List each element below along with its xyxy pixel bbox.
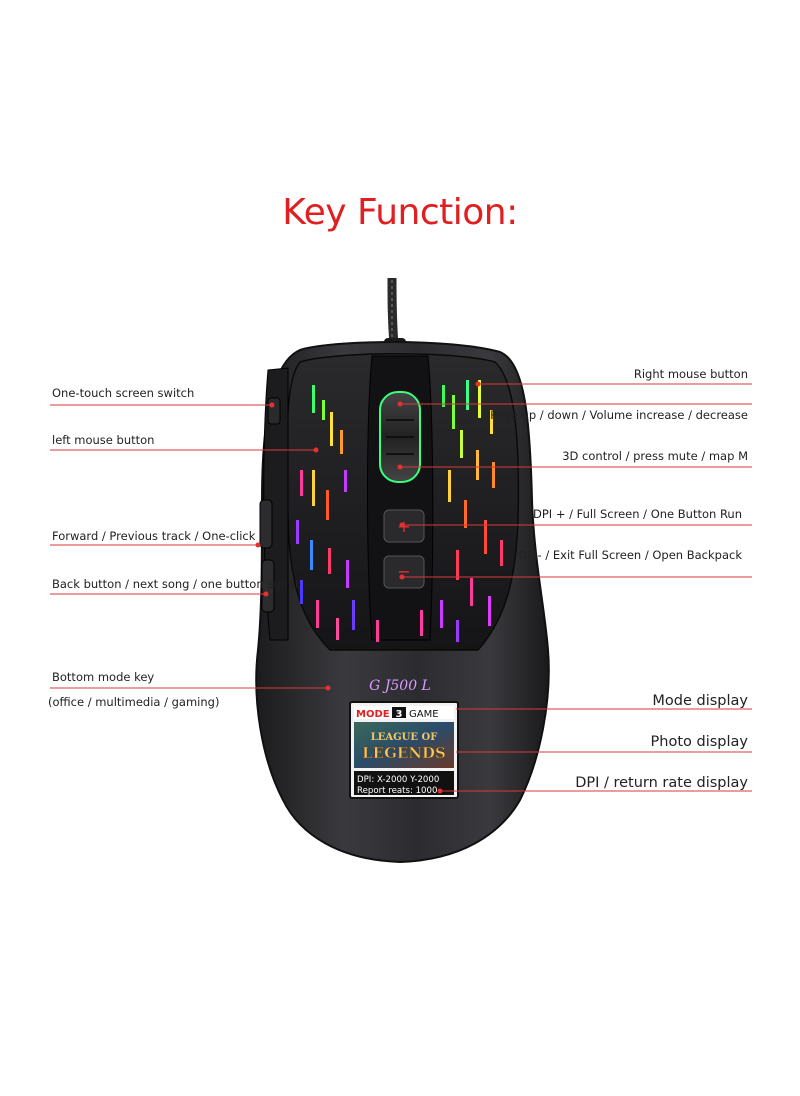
rgb-light-streaks xyxy=(296,380,503,642)
forward-side-button xyxy=(259,499,273,549)
dpi-minus-button xyxy=(383,555,425,589)
leader-lines-left xyxy=(50,404,328,689)
dpi-line: DPI: X-2000 Y-2000 xyxy=(357,775,439,785)
mode-name: GAME xyxy=(409,709,439,720)
mode-number: 3 xyxy=(396,709,403,720)
photo-display-area xyxy=(354,722,454,768)
label-dpi-minus: DPI- / Exit Full Screen / Open Backpack xyxy=(518,548,742,562)
label-page-up-down: Page up / down / Volume increase / decre… xyxy=(490,408,748,422)
leader-dots-left xyxy=(255,402,331,691)
photo-line2: LEGENDS xyxy=(362,744,446,762)
mouse-logo: G J500 L xyxy=(369,678,431,694)
label-bottom-mode-key: Bottom mode key xyxy=(52,670,155,684)
label-back-button: Back button / next song / one button squ… xyxy=(52,577,300,591)
label-left-mouse-button: left mouse button xyxy=(52,433,155,447)
report-line: Report reats: 1000 xyxy=(357,786,437,796)
label-mode-display: Mode display xyxy=(652,693,748,709)
label-dpi-return-rate-display: DPI / return rate display xyxy=(575,775,748,791)
label-forward-button: Forward / Previous track / One-click xyxy=(52,529,256,543)
back-side-button xyxy=(261,559,275,613)
one-touch-switch xyxy=(267,397,281,425)
mode-label: MODE xyxy=(356,709,390,720)
label-dpi-plus: DPI + / Full Screen / One Button Run xyxy=(533,507,742,521)
photo-line1: LEAGUE OF xyxy=(371,732,438,743)
label-photo-display: Photo display xyxy=(650,734,748,750)
label-3d-control: 3D control / press mute / map M xyxy=(562,449,748,463)
label-bottom-mode-sub: (office / multimedia / gaming) xyxy=(48,695,220,709)
leader-dots-right xyxy=(397,381,481,794)
label-right-mouse-button: Right mouse button xyxy=(633,367,748,381)
page-title: Key Function: xyxy=(282,192,518,233)
label-one-touch-switch: One-touch screen switch xyxy=(52,386,195,400)
leader-lines-right xyxy=(400,383,752,792)
